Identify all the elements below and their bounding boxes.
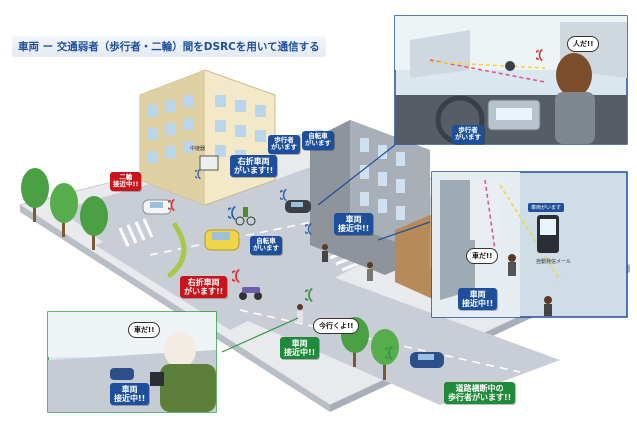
ground-platform-edge — [20, 205, 330, 412]
pedestrian-info-label: 歩行者がいます — [268, 135, 300, 154]
phone-screen-label: 車両がいます — [528, 203, 565, 212]
tree-icon — [371, 329, 399, 380]
bicycle-info-mid-label: 自転車がいます — [250, 236, 282, 255]
car-icon — [204, 229, 240, 251]
callout-line — [377, 221, 431, 241]
vehicle-approach-mid-label: 車両接近中!! — [334, 213, 374, 236]
phone-speech-bubble: 車だ!! — [466, 248, 499, 264]
going-speech-bubble: 今行くよ!! — [313, 318, 360, 334]
elderly-speech-bubble: 車だ!! — [128, 322, 161, 338]
relay-label: 中継器 — [190, 146, 206, 152]
motorcycle-icon — [239, 287, 262, 300]
pedestrian-icon — [322, 244, 328, 262]
bicycle-icon — [235, 207, 256, 226]
inset-phone-view — [431, 171, 628, 318]
moto-approach-label: 二輪接近中!! — [110, 172, 142, 191]
elderly-vehicle-approach-label: 車両接近中!! — [110, 383, 150, 406]
pedestrian-icon — [297, 304, 303, 323]
tree-icon — [21, 168, 49, 222]
tree-icon — [80, 196, 108, 250]
driver-pedestrian-label: 歩行者がいます — [452, 125, 484, 144]
callout-line — [221, 317, 299, 353]
callout-line — [317, 144, 396, 206]
inset-elderly-view — [47, 311, 217, 413]
tree-icon — [50, 183, 78, 237]
phone-mail-label: 自動発信メール — [536, 259, 572, 265]
page-title: 車両 ー 交通弱者（歩行者・二輪）間をDSRCを用いて通信する — [12, 36, 326, 57]
pedestrian-icon — [367, 262, 373, 281]
car-icon — [410, 352, 444, 368]
car-icon — [285, 200, 311, 213]
crossing-alert-label: 道路横断中の歩行者がいます!! — [444, 382, 516, 405]
driver-speech-bubble: 人だ!! — [567, 36, 600, 52]
right-turn-red-label: 右折車両がいます!! — [180, 276, 228, 299]
right-turn-top-label: 右折車両がいます!! — [230, 155, 278, 178]
relay-unit — [199, 155, 219, 171]
cream-building — [139, 69, 276, 206]
phone-vehicle-approach-label: 車両接近中!! — [458, 288, 498, 311]
turn-arrow — [167, 222, 187, 278]
vehicle-approach-ped-label: 車両接近中!! — [280, 337, 320, 360]
bicycle-info-top-label: 自転車がいます — [302, 131, 334, 150]
car-icon — [142, 199, 172, 215]
